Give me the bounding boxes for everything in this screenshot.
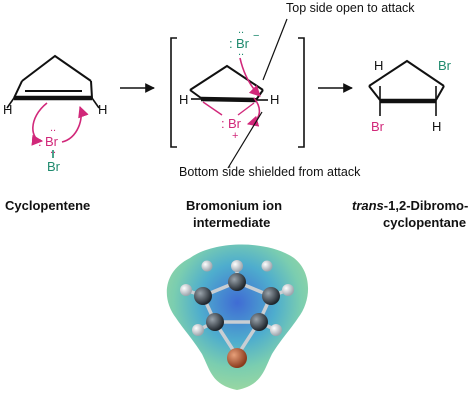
br-leaving-label: Br — [47, 159, 61, 174]
curved-arrow-pi-to-br — [31, 102, 48, 146]
h-left-bromonium: H — [179, 92, 188, 107]
br-nucleophile-label: Br — [236, 36, 250, 51]
curved-arrow-ring-open — [246, 97, 261, 127]
h-left-cyclopentene: H — [3, 102, 12, 117]
br-bromonium-label: Br — [228, 116, 242, 131]
br-electrophile-label: Br — [45, 134, 59, 149]
cyclopentene-structure: H H Br : .. .. Br — [3, 54, 107, 174]
h-right-bromonium: H — [270, 92, 279, 107]
br-top-right-product: Br — [438, 58, 452, 73]
h-top-left-product: H — [374, 58, 383, 73]
plus-charge: + — [232, 130, 238, 142]
svg-text:..: .. — [238, 46, 244, 58]
minus-charge: − — [253, 30, 259, 42]
caption-bromonium-line1: Bromonium ion — [186, 198, 282, 213]
caption-bromonium-line2: intermediate — [193, 215, 270, 230]
caption-product-line1: trans-1,2-Dibromo- — [352, 198, 468, 213]
caption-product-rest: -1,2-Dibromo- — [384, 198, 469, 213]
svg-text::: : — [229, 36, 233, 51]
left-bracket — [170, 37, 177, 148]
top-side-pointer — [262, 18, 288, 81]
electrostatic-potential-map — [166, 244, 309, 390]
svg-text::: : — [221, 116, 225, 131]
lone-pair-dots-top: .. — [50, 122, 56, 134]
h-right-cyclopentene: H — [98, 102, 107, 117]
svg-text:..: .. — [238, 24, 244, 36]
curved-arrow-br-bond — [61, 105, 89, 143]
bottom-side-annotation: Bottom side shielded from attack — [179, 165, 361, 179]
dibromocyclopentane-structure: H Br Br H — [368, 58, 452, 134]
caption-cyclopentene: Cyclopentene — [5, 198, 90, 213]
br-bottom-left-product: Br — [371, 119, 385, 134]
bottom-side-pointer — [227, 111, 263, 169]
caption-product-italic: trans — [352, 198, 384, 213]
top-side-annotation: Top side open to attack — [286, 1, 415, 15]
curved-arrow-attack — [239, 57, 261, 97]
caption-product-line2: cyclopentane — [383, 215, 466, 230]
right-bracket — [298, 37, 305, 148]
h-bottom-right-product: H — [432, 119, 441, 134]
bromonium-structure: H H Br : + : Br .. .. − — [170, 18, 305, 169]
